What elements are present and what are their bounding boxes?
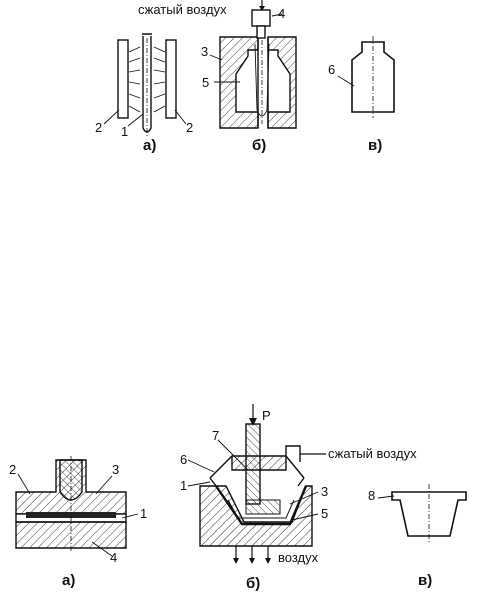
top-compressed-air-label: сжатый воздух	[138, 2, 227, 17]
bottom-fig-c	[377, 484, 467, 544]
bottom-fig-b	[187, 404, 326, 564]
bottom-a-label-4: 4	[110, 550, 117, 565]
top-label-4: 4	[278, 6, 285, 21]
top-label-5: 5	[202, 75, 209, 90]
top-label-6: 6	[328, 62, 335, 77]
bottom-b-label-5: 5	[321, 506, 328, 521]
bottle-outline	[351, 41, 395, 113]
bottom-caption-c: в)	[418, 572, 432, 589]
bottom-fig-a	[15, 456, 139, 557]
top-label-1: 1	[121, 124, 128, 139]
top-label-3: 3	[201, 44, 208, 59]
bottom-b-label-7: 7	[212, 428, 219, 443]
bottom-a-label-3: 3	[112, 462, 119, 477]
bottom-air-label: воздух	[278, 550, 319, 565]
cup-outline	[391, 491, 467, 537]
bottom-a-label-2: 2	[9, 462, 16, 477]
bottom-a-label-1: 1	[140, 506, 147, 521]
top-fig-b	[209, 0, 297, 129]
mold-right-half	[267, 36, 297, 129]
mold-lower	[15, 521, 127, 549]
bottom-label-p: P	[262, 408, 271, 423]
top-caption-b: б)	[252, 137, 266, 154]
top-caption-c: в)	[368, 137, 382, 154]
mold-left-half	[219, 36, 259, 129]
bottom-caption-b: б)	[246, 575, 260, 592]
bottom-compressed-air-label: сжатый воздух	[328, 446, 417, 461]
bottom-b-label-3: 3	[321, 484, 328, 499]
bottom-c-label-8: 8	[368, 488, 375, 503]
formed-sheet	[215, 485, 308, 526]
heater-left	[117, 39, 129, 119]
heater-right	[165, 39, 177, 119]
sheet	[26, 512, 116, 518]
top-fig-c	[337, 36, 395, 118]
blow-nozzle	[251, 9, 271, 27]
bottom-caption-a: а)	[62, 572, 75, 589]
top-label-2-right: 2	[186, 120, 193, 135]
punch-rod	[245, 423, 261, 505]
top-fig-a	[103, 33, 187, 136]
radiation-marks	[128, 46, 166, 113]
bottom-b-label-1: 1	[180, 478, 187, 493]
bottom-b-label-6: 6	[180, 452, 187, 467]
top-caption-a: а)	[143, 137, 156, 154]
top-label-2-left: 2	[95, 120, 102, 135]
